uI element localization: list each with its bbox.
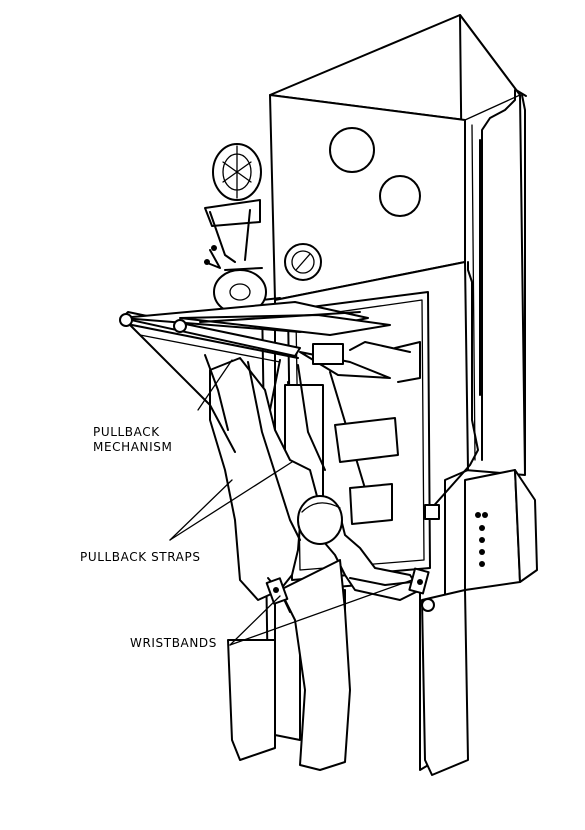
wristbands (265, 567, 435, 612)
operator-figure (209, 357, 421, 771)
control-box (424, 469, 538, 591)
label-pullback-straps: PULLBACK STRAPS (80, 550, 201, 564)
leader-pullback-strap-1 (169, 479, 233, 541)
flywheel-assembly (204, 143, 267, 315)
label-pullback-mechanism-line1: PULLBACK (93, 425, 160, 439)
leader-pullback-strap-2 (169, 461, 293, 541)
label-pullback-mechanism-line2: MECHANISM (93, 440, 173, 454)
leader-lines (169, 359, 413, 646)
leader-wristband-2 (229, 579, 413, 646)
piping (429, 89, 527, 511)
front-ports (284, 127, 421, 281)
pullback-straps (129, 324, 326, 541)
label-wristbands: WRISTBANDS (130, 636, 217, 650)
leader-pullback-mechanism (197, 359, 233, 411)
leader-wristband-1 (229, 595, 281, 646)
